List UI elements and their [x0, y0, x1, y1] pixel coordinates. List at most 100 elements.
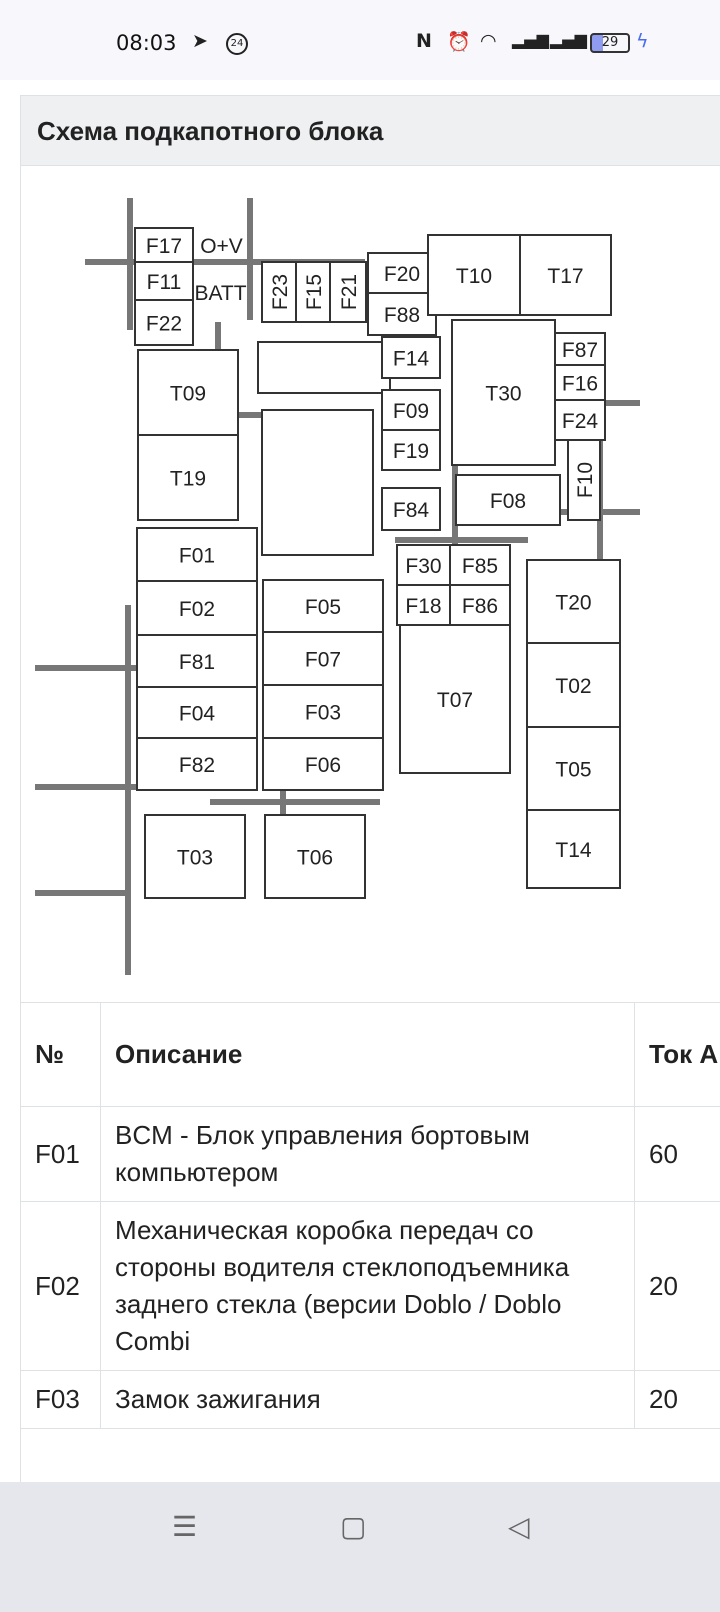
- cell-desc: BCM - Блок управления бортовым компьютер…: [100, 1106, 635, 1202]
- fuse-label: F04: [179, 703, 216, 726]
- fuse-label: T20: [555, 592, 591, 615]
- fuse-box-t06: [264, 814, 366, 899]
- cell-num: F02: [20, 1201, 101, 1371]
- fuse-box-t05: [526, 726, 621, 811]
- fuse-label: T07: [437, 689, 473, 712]
- battery-icon: 29: [590, 33, 630, 53]
- fuse-label: T10: [456, 265, 492, 288]
- fuse-box-f82: [136, 737, 258, 791]
- fuse-label: F82: [179, 754, 215, 777]
- fuse-box-f06: [262, 737, 384, 791]
- blank-block: [261, 409, 374, 556]
- fuse-label: T03: [177, 847, 213, 870]
- fuse-label: F87: [562, 339, 598, 362]
- fuse-label: T02: [555, 675, 591, 698]
- fuse-box-t09: [137, 349, 239, 436]
- menu-button[interactable]: ☰: [172, 1511, 198, 1542]
- header-num: №: [20, 1002, 101, 1107]
- fuse-box-t19: [137, 434, 239, 521]
- blank-block: [257, 341, 391, 394]
- fuse-box-f11: [134, 261, 194, 301]
- fuse-label: F24: [562, 410, 599, 433]
- status-bar: 08:03 ➤ 24 N ⏰ ◠ ▂▄▆ ▂▄▆ 29 ϟ: [0, 0, 720, 80]
- cell-current: 20: [634, 1370, 720, 1429]
- fuse-box-t20: [526, 559, 621, 644]
- fuse-box-f17: [134, 227, 194, 263]
- fuse-label: F02: [179, 598, 215, 621]
- fuse-box-t14: [526, 809, 621, 889]
- fuse-label: F17: [146, 235, 182, 258]
- fuse-label: T19: [170, 468, 206, 491]
- table-row: F03 Замок зажигания 20: [20, 1370, 720, 1429]
- fuse-box-f22: [134, 299, 194, 346]
- fuse-table: № Описание Ток А F01 BCM - Блок управлен…: [20, 1002, 720, 1429]
- fuse-box-f84: [381, 487, 441, 531]
- fuse-label: F16: [562, 373, 598, 396]
- home-button[interactable]: ▢: [340, 1511, 367, 1542]
- fuse-label: F84: [393, 499, 430, 522]
- fuse-label: T05: [555, 759, 591, 782]
- alarm-icon: ⏰: [447, 31, 471, 53]
- fuse-box-f09: [381, 389, 441, 431]
- fuse-box-t07: [399, 624, 511, 774]
- table-row: F02 Механическая коробка передач со стор…: [20, 1201, 720, 1371]
- fuse-box-f88: [367, 292, 437, 336]
- header-desc: Описание: [100, 1002, 635, 1107]
- notification-badge: 24: [226, 33, 248, 55]
- fuse-label: F14: [393, 348, 430, 371]
- fuse-box-f23: [261, 261, 297, 323]
- fuse-box-f03: [262, 684, 384, 739]
- clock: 08:03: [116, 31, 177, 55]
- fuse-label: F18: [405, 595, 441, 618]
- fuse-box-f85: [449, 544, 511, 586]
- fuse-label: T14: [555, 839, 592, 862]
- cell-num: F01: [20, 1106, 101, 1202]
- fuse-label: F86: [462, 595, 498, 618]
- cell-desc: Замок зажигания: [100, 1370, 635, 1429]
- signal-icon: ▂▄▆: [550, 30, 587, 49]
- wifi-icon: ◠: [480, 30, 497, 52]
- fuse-box-t03: [144, 814, 246, 899]
- fuse-box-f19: [381, 429, 441, 471]
- fuse-box-f08: [455, 474, 561, 526]
- signal-icon: ▂▄▆: [512, 30, 549, 49]
- fuse-label: F06: [305, 754, 341, 777]
- telegram-icon: ➤: [192, 30, 208, 52]
- fuse-box-t10: [427, 234, 521, 316]
- fuse-box-f15: [295, 261, 331, 323]
- fuse-card: Схема подкапотного блока: [20, 95, 720, 1495]
- fuse-label: F30: [405, 555, 441, 578]
- fuse-label: T06: [297, 847, 333, 870]
- section-title: Схема подкапотного блока: [21, 96, 720, 166]
- fuse-label: F19: [393, 440, 429, 463]
- fuse-box-f86: [449, 584, 511, 626]
- back-button[interactable]: ◁: [508, 1511, 530, 1542]
- fuse-box-f04: [136, 686, 258, 739]
- cell-desc: Механическая коробка передач со стороны …: [100, 1201, 635, 1371]
- fuse-box-f20: [367, 252, 437, 294]
- charging-icon: ϟ: [636, 30, 649, 52]
- fuse-label: F03: [305, 702, 341, 725]
- fuse-label: F88: [384, 304, 420, 327]
- fuse-box-t30: [451, 319, 556, 466]
- fuse-label: F23: [269, 274, 292, 310]
- fuse-label: T09: [170, 383, 206, 406]
- fuse-label: F01: [179, 545, 215, 568]
- table-row: F01 BCM - Блок управления бортовым компь…: [20, 1106, 720, 1202]
- fuse-label: O+V: [200, 235, 243, 258]
- fuse-label: F20: [384, 263, 420, 286]
- fuse-box-f10: [567, 439, 601, 521]
- fuse-box-t17: [519, 234, 612, 316]
- fuse-label: F81: [179, 651, 215, 674]
- fuse-box-f87: [554, 332, 606, 366]
- fuse-box-f14: [381, 336, 441, 379]
- fuse-label: F08: [490, 490, 526, 513]
- cell-current: 60: [634, 1106, 720, 1202]
- cell-current: 20: [634, 1201, 720, 1371]
- fuse-label: F15: [303, 274, 326, 310]
- fuse-box-f21: [329, 261, 367, 323]
- nfc-icon: N: [416, 30, 432, 52]
- header-current: Ток А: [634, 1002, 720, 1107]
- fuse-label: F10: [574, 462, 597, 498]
